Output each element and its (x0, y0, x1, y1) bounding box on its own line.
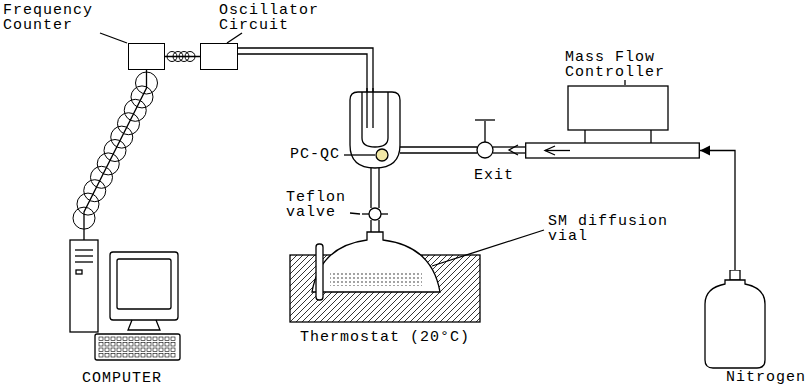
leader-line (344, 154, 375, 155)
part-label: Thermostat (20°C) (300, 330, 470, 345)
part-label: PC-QC (290, 147, 340, 162)
part-label: Exit (474, 168, 514, 183)
node-label: Frequency Counter (3, 3, 115, 33)
leader-line (624, 80, 625, 85)
gas-pipe (493, 146, 525, 147)
part-label: SM diffusion vial (548, 214, 680, 244)
node-label: COMPUTER (62, 371, 182, 386)
measuring-cell (350, 92, 400, 168)
flow-controller: Mass Flow Controller (525, 85, 700, 160)
instrument-box: Frequency Counter (128, 43, 165, 70)
cable-coil (167, 52, 195, 62)
sample-liquid (330, 272, 422, 286)
mfc-drawing (525, 85, 700, 160)
gas-line (700, 151, 735, 271)
exit-valve (477, 142, 493, 158)
leader-line (227, 33, 242, 43)
leader-line (432, 230, 544, 266)
gas-cylinder: Nitrogen (700, 270, 808, 385)
leader-line (100, 33, 127, 43)
gas-pipe (400, 146, 477, 147)
node-label: Nitrogen (726, 370, 806, 385)
coiled-cable (84, 70, 147, 240)
node-label: Oscillator Circuit (219, 3, 331, 33)
teflon-valve (369, 208, 381, 220)
cell-inner-tube (362, 92, 388, 147)
diffusion-vial (312, 232, 440, 292)
instrument-box: Oscillator Circuit (200, 43, 238, 70)
gas-pipe (400, 152, 477, 153)
gas-pipe (493, 152, 525, 153)
leader-line (350, 213, 360, 214)
cable-coil (73, 72, 158, 229)
quartz-crystal (376, 149, 388, 161)
flow-arrow (509, 145, 518, 155)
part-label: Teflon valve (286, 190, 358, 220)
signal-wire (238, 54, 367, 128)
pc-drawing (62, 236, 182, 386)
computer: COMPUTER (62, 236, 182, 386)
thermometer (316, 244, 323, 300)
bottle-drawing (700, 270, 808, 385)
node-label: Mass Flow Controller (565, 50, 697, 80)
